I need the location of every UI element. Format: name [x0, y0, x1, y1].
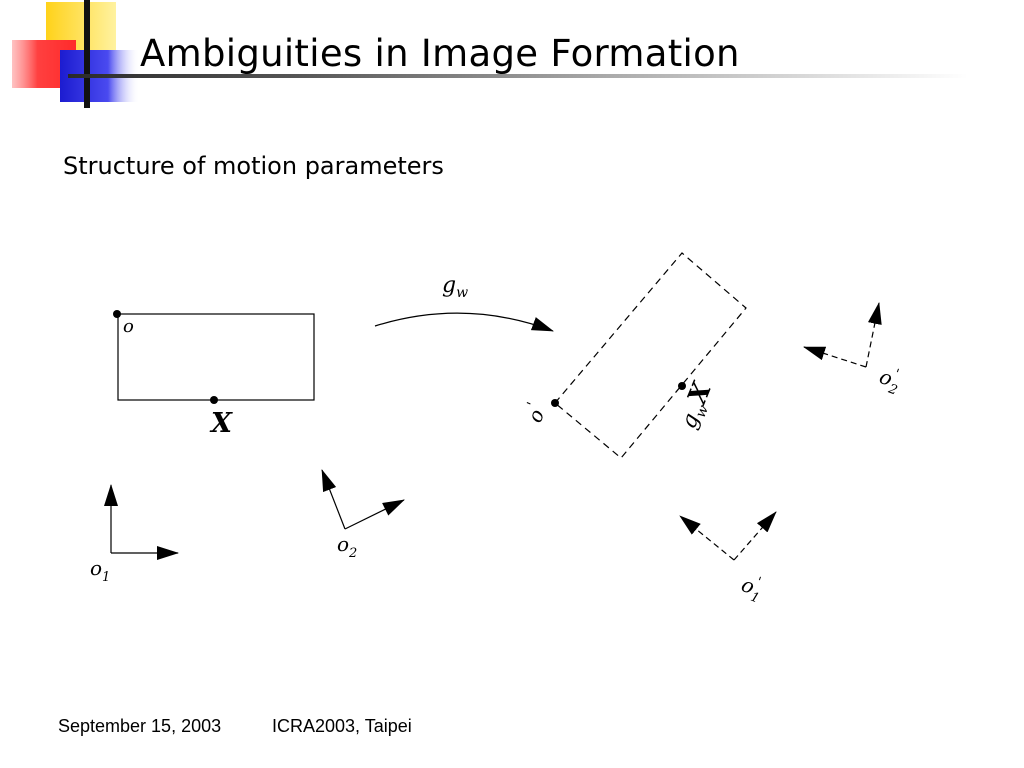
frame-o2-prime: o'2	[803, 302, 905, 399]
transformed-point	[678, 382, 686, 390]
svg-text:o'2: o'2	[875, 362, 905, 398]
frame-o1: o1	[90, 484, 179, 585]
point-x-label: X	[209, 408, 233, 439]
object-rectangle	[117, 313, 315, 401]
svg-text:o2: o2	[337, 532, 357, 561]
svg-text:o1: o1	[90, 556, 110, 585]
transformed-rectangle	[554, 252, 747, 459]
transformation-arrow	[374, 312, 554, 332]
title-underline	[68, 74, 968, 78]
point-x	[210, 396, 218, 404]
transformed-origin-point	[551, 399, 559, 407]
logo-vertical-bar	[84, 0, 90, 108]
origin-point	[113, 310, 121, 318]
footer-date: September 15, 2003	[58, 716, 222, 736]
transformation-label: gw	[442, 273, 468, 301]
footer-event: ICRA2003, Taipei	[272, 716, 412, 736]
origin-label: o	[123, 316, 134, 337]
transformed-origin-label: o'	[520, 400, 551, 426]
frame-o2: o2	[321, 469, 405, 561]
frame-o1-prime: o'1	[679, 511, 777, 607]
slide-title: Ambiguities in Image Formation	[140, 32, 740, 75]
slide-subtitle: Structure of motion parameters	[63, 152, 444, 180]
svg-text:o'1: o'1	[737, 570, 767, 606]
svg-text:o': o'	[520, 400, 551, 426]
